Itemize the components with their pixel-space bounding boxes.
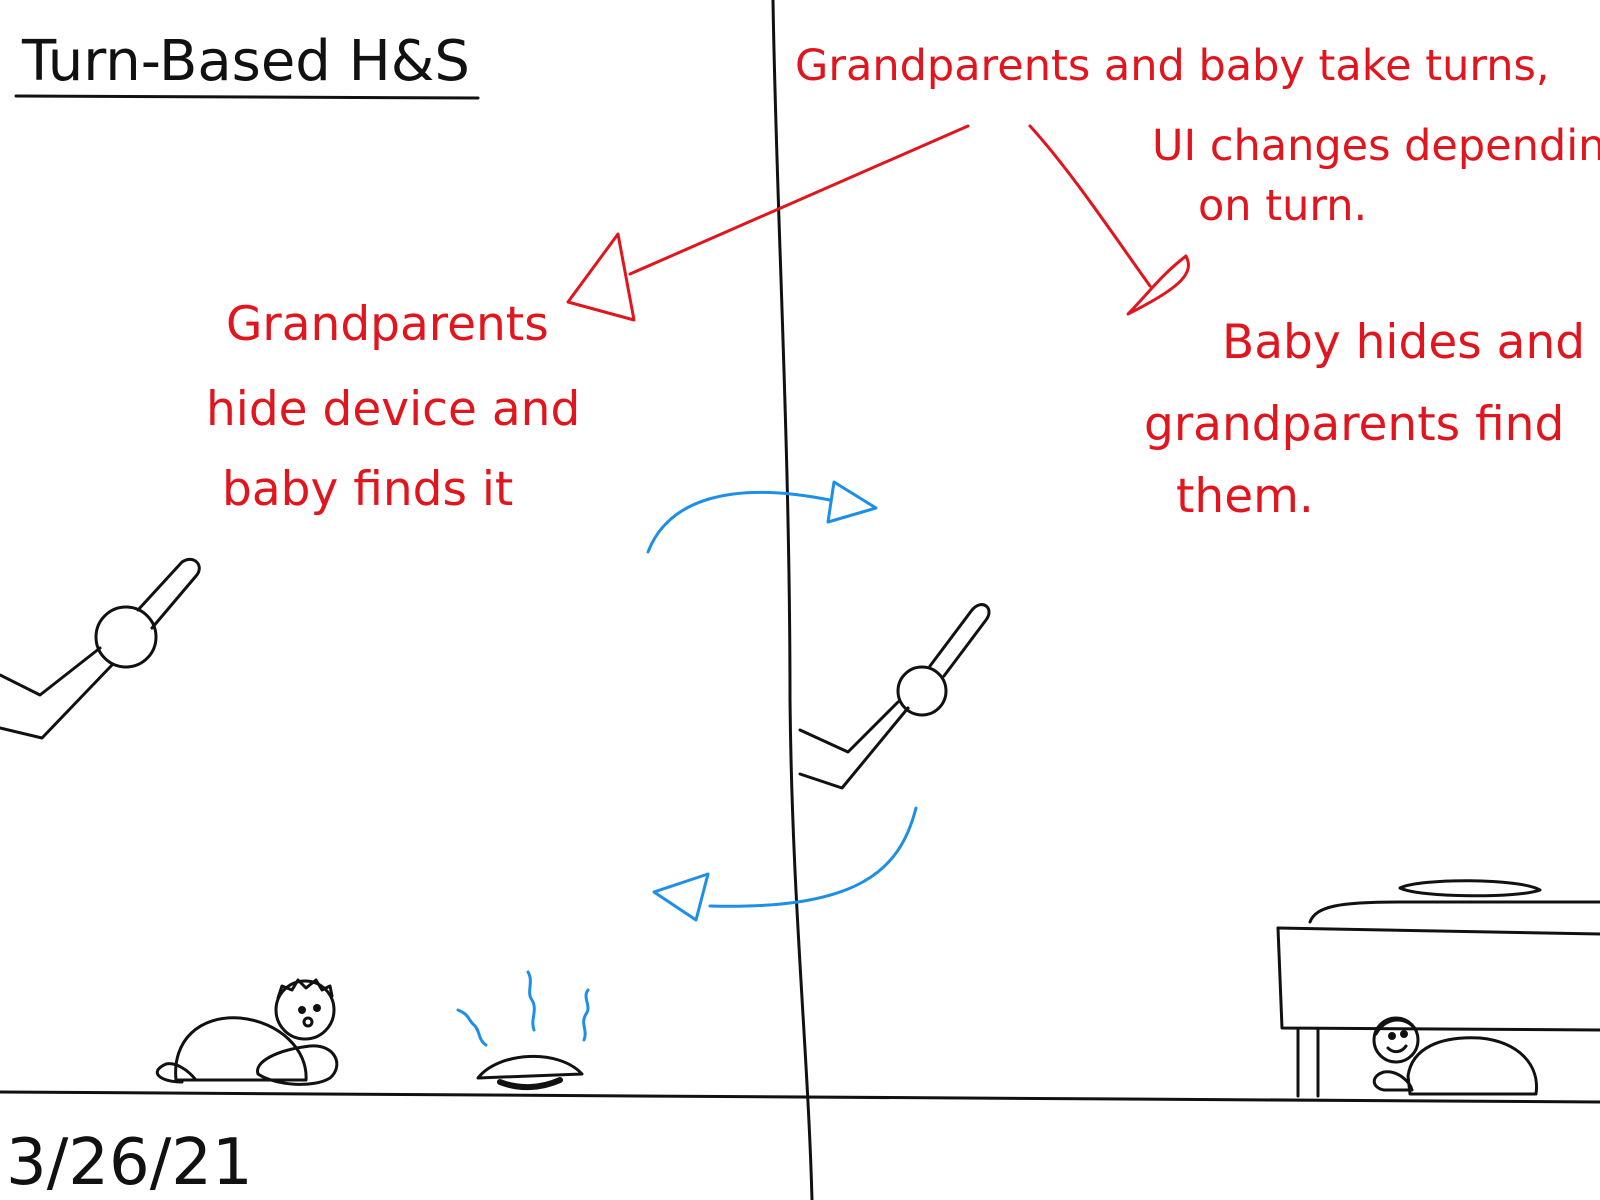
panel-divider <box>771 0 814 1200</box>
top-note-line-1: Grandparents and baby take turns, <box>795 41 1550 91</box>
turn-arrow-back <box>652 806 918 922</box>
baby-hiding-right <box>1372 1016 1538 1096</box>
turn-arrow-forward <box>646 480 878 554</box>
title-underline <box>14 94 480 100</box>
baby-crawling-left <box>155 978 339 1086</box>
left-note: Grandparents hide device and baby finds … <box>206 297 595 517</box>
right-note-line-1: Baby hides and <box>1222 315 1585 370</box>
left-note-line-2: hide device and <box>206 382 580 437</box>
right-note: Baby hides and grandparents find them. <box>1144 315 1600 524</box>
vibration-lines <box>456 970 590 1047</box>
arrow-to-left-note <box>566 124 970 322</box>
sketch-date: 3/26/21 <box>6 1126 253 1200</box>
top-note-line-2: UI changes depending <box>1152 121 1600 171</box>
top-note: Grandparents and baby take turns, UI cha… <box>795 41 1600 231</box>
right-note-line-3: them. <box>1176 469 1314 524</box>
arrow-to-right-note <box>1028 124 1190 316</box>
table <box>1276 879 1600 1098</box>
grandparent-arm-right <box>798 603 991 790</box>
ground-line <box>0 1090 1600 1104</box>
right-note-line-2: grandparents find <box>1144 397 1564 452</box>
left-note-line-3: baby finds it <box>222 462 513 517</box>
left-note-line-1: Grandparents <box>226 297 549 352</box>
hidden-device <box>476 1055 584 1090</box>
page-title: Turn-Based H&S <box>21 29 470 94</box>
grandparent-arm-left <box>0 557 201 740</box>
top-note-line-3: on turn. <box>1198 181 1367 231</box>
